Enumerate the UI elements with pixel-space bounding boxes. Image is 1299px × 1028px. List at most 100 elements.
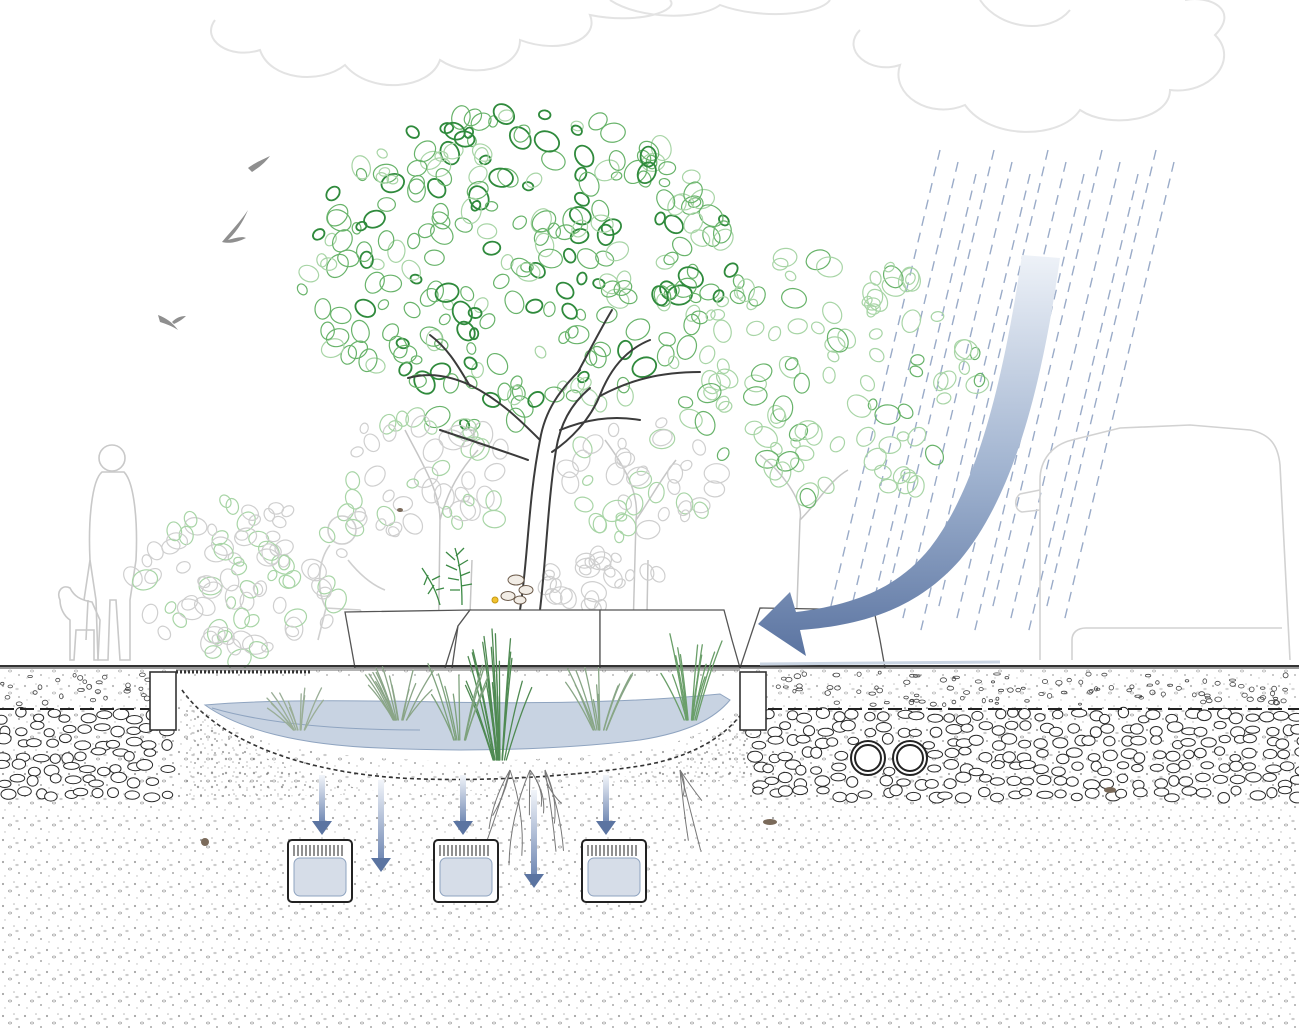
aggregate-chip bbox=[94, 689, 102, 694]
gravel-stone bbox=[1181, 786, 1198, 796]
gravel-stone bbox=[79, 765, 96, 774]
grass-blade bbox=[388, 675, 399, 721]
gravel-stone bbox=[1217, 707, 1232, 720]
grass-blade bbox=[279, 692, 297, 731]
gravel-stone bbox=[1018, 759, 1036, 770]
leaf bbox=[625, 493, 644, 516]
leaf bbox=[574, 166, 588, 182]
leaf bbox=[616, 270, 632, 289]
leaf bbox=[790, 438, 801, 449]
aggregate-chip bbox=[939, 677, 948, 683]
aggregate-chip bbox=[1089, 688, 1094, 694]
aggregate-chip bbox=[41, 699, 49, 706]
aggregate-chip bbox=[793, 673, 802, 680]
gravel-stone bbox=[63, 761, 80, 770]
leaf bbox=[325, 185, 341, 202]
gravel-stone bbox=[0, 788, 17, 800]
gravel-stone bbox=[1218, 763, 1231, 773]
leaf bbox=[401, 259, 421, 281]
gravel-stone bbox=[1034, 713, 1046, 722]
gravel-stone bbox=[0, 732, 12, 745]
gravel-stone bbox=[59, 733, 72, 744]
leaf bbox=[596, 306, 618, 324]
leaf bbox=[451, 515, 464, 530]
leaf bbox=[663, 251, 679, 266]
gravel-stone bbox=[46, 738, 59, 748]
gravel-stone bbox=[1087, 753, 1101, 762]
gravel-stone bbox=[15, 727, 28, 737]
aggregate-chip bbox=[15, 701, 23, 707]
gravel-stone bbox=[1212, 774, 1229, 784]
leaf bbox=[379, 413, 397, 435]
aggregate-chip bbox=[1241, 692, 1248, 698]
leaf bbox=[590, 214, 614, 233]
grass-blade bbox=[427, 662, 455, 741]
leaf bbox=[488, 115, 499, 128]
leaf bbox=[398, 361, 413, 377]
leaf bbox=[433, 483, 455, 510]
leaf bbox=[421, 477, 442, 504]
gravel-stone bbox=[80, 713, 97, 724]
leaf bbox=[698, 204, 724, 228]
leaf bbox=[405, 407, 426, 428]
leaf bbox=[528, 261, 546, 279]
gravel-stone bbox=[845, 792, 859, 803]
leaf bbox=[856, 426, 876, 447]
leaf bbox=[181, 594, 199, 611]
leaf bbox=[936, 392, 952, 405]
gravel-stone bbox=[1018, 708, 1031, 720]
gravel-stone bbox=[1242, 733, 1257, 744]
leaf bbox=[395, 337, 410, 350]
leaf bbox=[537, 575, 557, 596]
leaf bbox=[468, 165, 488, 185]
grass-blade bbox=[299, 693, 302, 731]
gravel-stone bbox=[857, 790, 873, 799]
leaf bbox=[573, 191, 590, 207]
grass-blade bbox=[482, 641, 498, 761]
gravel-stone bbox=[112, 708, 130, 721]
aggregate-chip bbox=[903, 679, 911, 685]
leaf bbox=[869, 347, 885, 363]
gravel-stone bbox=[1289, 775, 1299, 785]
leaf bbox=[679, 408, 703, 429]
leaf bbox=[605, 241, 630, 262]
grass-blade bbox=[694, 651, 716, 721]
gravel-stone bbox=[943, 713, 956, 723]
aggregate-chip bbox=[1038, 692, 1045, 697]
leaf bbox=[703, 480, 726, 498]
leaf bbox=[572, 436, 593, 459]
leaf bbox=[380, 173, 405, 194]
aggregate-chip bbox=[913, 698, 920, 703]
gravel-stone bbox=[1259, 711, 1275, 723]
gravel-stone bbox=[27, 766, 41, 777]
aggregate-chip bbox=[1248, 686, 1255, 693]
leaf bbox=[346, 511, 368, 530]
leaf bbox=[382, 424, 397, 442]
leaf bbox=[508, 126, 532, 150]
leaf bbox=[314, 298, 332, 320]
leaf bbox=[413, 466, 439, 489]
gravel-stone bbox=[978, 721, 993, 731]
infiltration-arrow bbox=[524, 790, 544, 888]
aggregate-chip bbox=[1145, 673, 1152, 678]
leaf bbox=[213, 542, 234, 561]
leaf bbox=[497, 167, 519, 188]
grass-blade bbox=[463, 664, 484, 741]
root bbox=[492, 769, 511, 816]
gravel-stone bbox=[1266, 726, 1280, 737]
aggregate-chip bbox=[1271, 685, 1277, 692]
leaf bbox=[663, 214, 684, 235]
gravel-stone bbox=[1165, 750, 1181, 762]
leaf bbox=[616, 451, 636, 467]
leaf bbox=[538, 248, 563, 269]
leaf bbox=[470, 200, 482, 212]
bioswale-basin bbox=[149, 628, 767, 866]
leaf bbox=[897, 267, 920, 293]
leaf bbox=[755, 449, 780, 469]
leaf bbox=[224, 584, 245, 610]
gravel-stone bbox=[1056, 753, 1070, 765]
gravel-stone bbox=[1071, 761, 1084, 771]
gravel-stone bbox=[955, 714, 972, 726]
aggregate-chip bbox=[1214, 696, 1222, 703]
gravel-stone bbox=[1193, 726, 1208, 737]
